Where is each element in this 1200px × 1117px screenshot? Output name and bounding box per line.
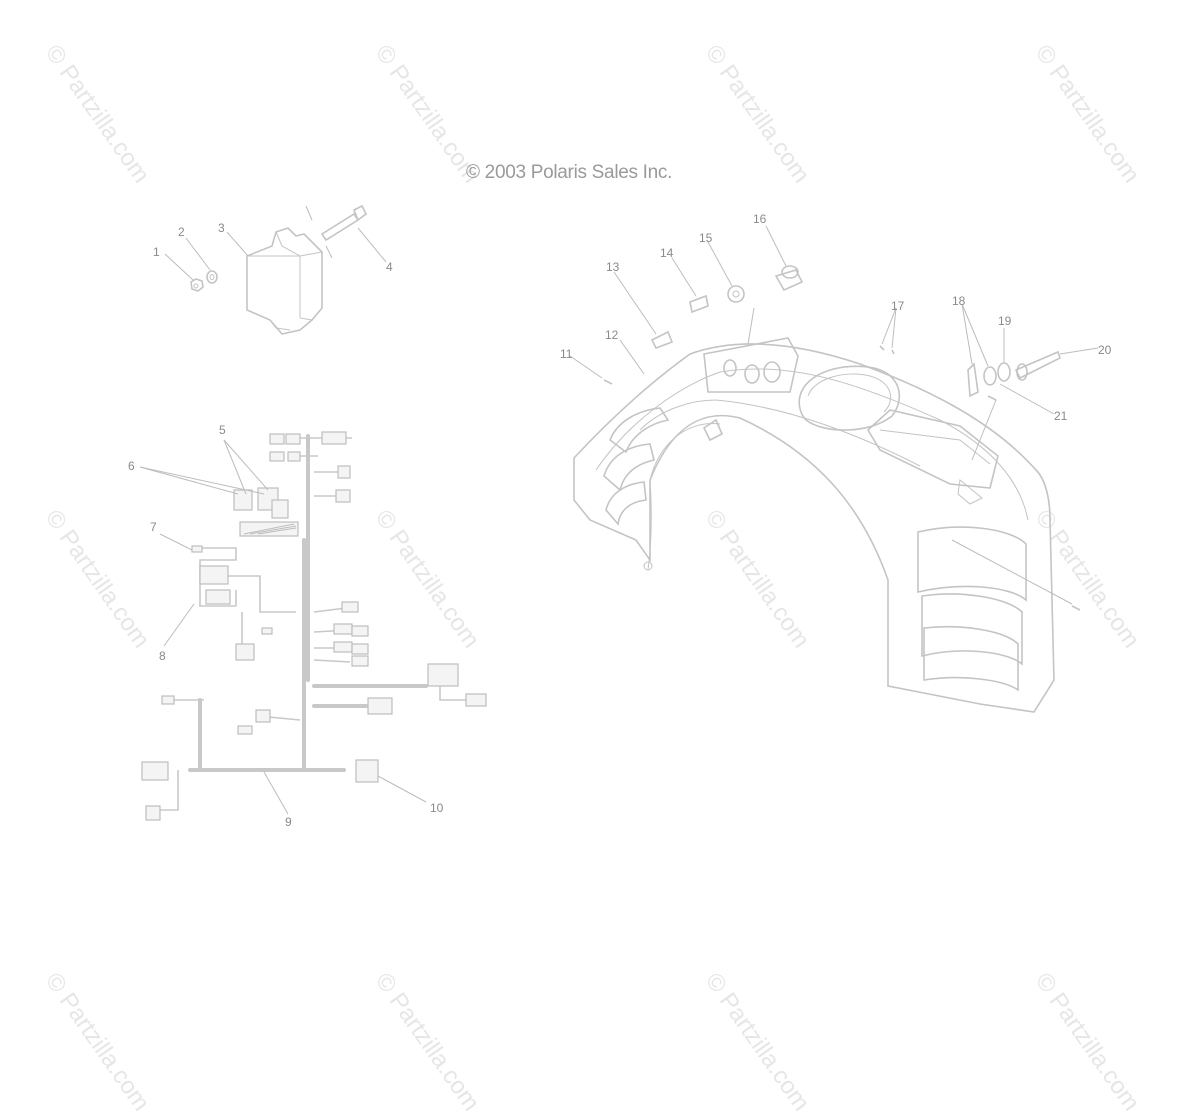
module-assembly	[164, 204, 387, 335]
callout-5: 5	[219, 423, 226, 437]
callout-19: 19	[998, 314, 1012, 328]
callout-7: 7	[150, 520, 157, 534]
wiring-harness	[139, 431, 487, 821]
parts-diagram: 1 2 3 4 5 6 7 8 9 10 11 12 13 14 15 16 1…	[128, 204, 1112, 829]
callout-8: 8	[159, 649, 166, 663]
callout-9: 9	[285, 815, 292, 829]
callout-12: 12	[605, 328, 619, 342]
callout-16: 16	[753, 212, 767, 226]
callout-20: 20	[1098, 343, 1112, 357]
callout-15: 15	[699, 231, 713, 245]
diagram-stage: © Partzilla.com © Partzilla.com © Partzi…	[40, 40, 1145, 1116]
callout-14: 14	[660, 246, 674, 260]
callout-21: 21	[1054, 409, 1068, 423]
callout-13: 13	[606, 260, 620, 274]
callout-11: 11	[560, 347, 573, 361]
callout-labels: 1 2 3 4 5 6 7 8 9 10 11 12 13 14 15 16 1…	[128, 212, 1112, 829]
callout-10: 10	[430, 801, 444, 815]
copyright-text: © 2003 Polaris Sales Inc.	[466, 162, 673, 183]
hood-assembly	[569, 225, 1099, 713]
callout-4: 4	[386, 260, 393, 274]
callout-3: 3	[218, 221, 225, 235]
callout-1: 1	[153, 245, 160, 259]
callout-6: 6	[128, 459, 135, 473]
callout-18: 18	[952, 294, 966, 308]
callout-2: 2	[178, 225, 185, 239]
callout-17: 17	[891, 299, 905, 313]
